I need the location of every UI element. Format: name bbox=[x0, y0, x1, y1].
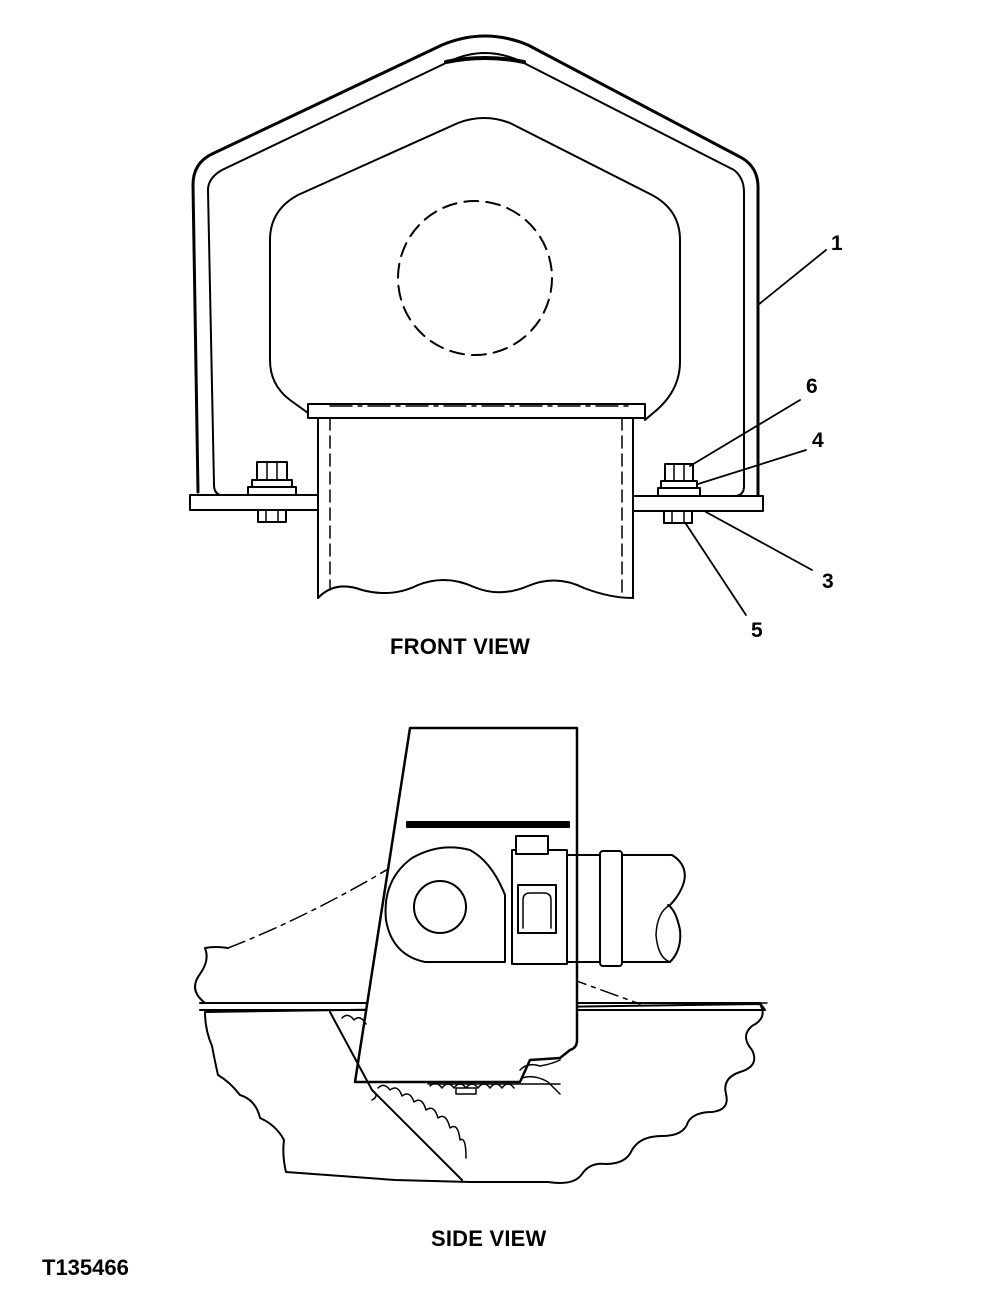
left-bolt-assembly bbox=[248, 462, 296, 522]
lug bbox=[386, 847, 505, 962]
callout-5: 5 bbox=[751, 619, 763, 642]
leader-lines bbox=[686, 250, 826, 615]
front-view-drawing bbox=[190, 36, 826, 615]
hidden-bore-circle bbox=[398, 201, 552, 355]
callout-4: 4 bbox=[812, 429, 824, 452]
top-plate bbox=[308, 404, 645, 418]
callout-1: 1 bbox=[831, 232, 843, 255]
right-bolt-assembly bbox=[658, 464, 700, 523]
figure-id: T135466 bbox=[42, 1255, 129, 1280]
front-view-caption: FRONT VIEW bbox=[390, 634, 531, 659]
callout-6: 6 bbox=[806, 375, 818, 398]
callout-3: 3 bbox=[822, 570, 834, 593]
base-structure-break-outline bbox=[195, 947, 763, 1183]
left-mount-bracket bbox=[190, 495, 318, 510]
tube bbox=[318, 418, 633, 598]
side-view-drawing bbox=[195, 728, 770, 1183]
right-mount-bracket bbox=[633, 496, 763, 511]
weld-bead-diagonal bbox=[330, 1012, 466, 1180]
guard-outline bbox=[193, 36, 758, 497]
side-view-caption: SIDE VIEW bbox=[431, 1226, 547, 1251]
clamp-block bbox=[512, 836, 567, 964]
post-mark bbox=[407, 822, 569, 827]
shaft-pipe bbox=[565, 851, 685, 966]
housing-body bbox=[270, 118, 680, 420]
weld-bead-bottom bbox=[428, 1060, 560, 1094]
